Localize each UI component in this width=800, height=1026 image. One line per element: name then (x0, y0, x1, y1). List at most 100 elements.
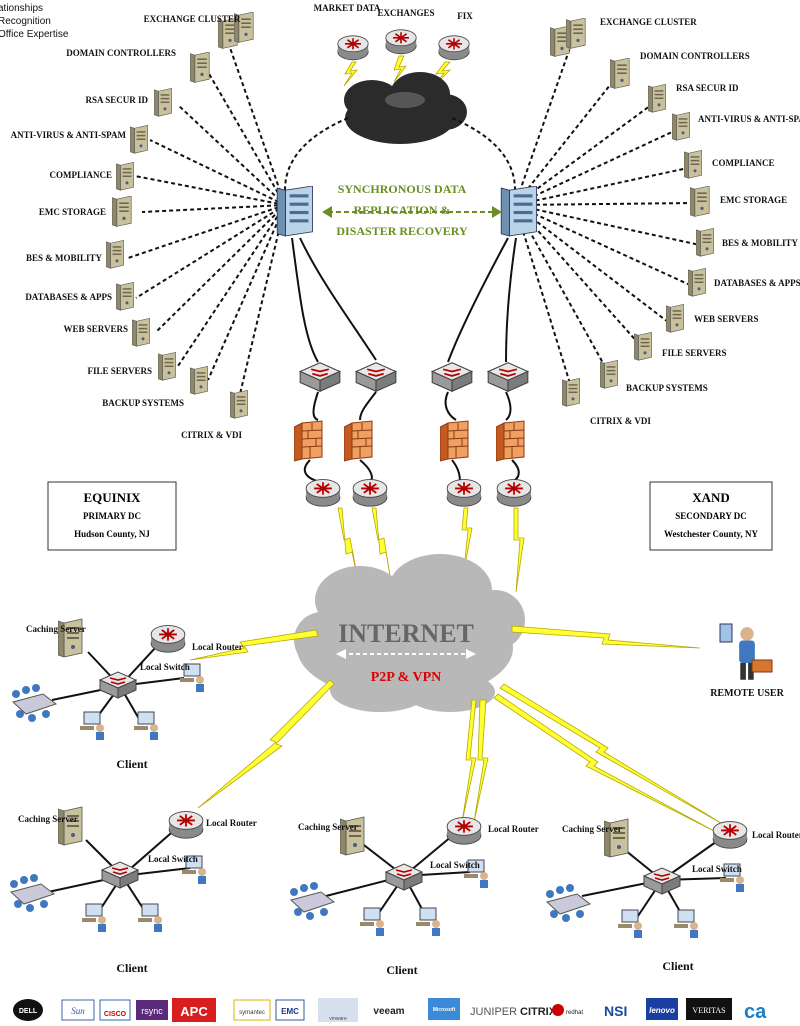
vendor-name: EMC (281, 1007, 299, 1016)
backup-server-icon (600, 360, 618, 389)
vendor-name: rsync (141, 1006, 163, 1016)
compliance-server-icon (684, 150, 702, 179)
veeam-logo (374, 1000, 404, 1020)
apc-logo (172, 998, 216, 1022)
firewall-icon (440, 420, 469, 462)
service-label: DOMAIN CONTROLLERS (640, 51, 750, 61)
vmware-logo (318, 998, 358, 1022)
router-icon (446, 478, 482, 508)
redhat-logo (552, 1004, 564, 1016)
firewall-icon (344, 420, 373, 462)
domain-controller-server-icon (190, 52, 210, 83)
side-note: Office Expertise (0, 29, 69, 40)
meeting-group-icon (11, 684, 57, 723)
secondary-dc-role: SECONDARY DC (675, 511, 747, 521)
service-label: ANTI-VIRUS & ANTI-SPAM (11, 130, 127, 140)
workstation-icon (673, 909, 699, 938)
service-label: EXCHANGE CLUSTER (600, 17, 697, 27)
caching-server-icon (58, 806, 83, 846)
antivirus-server-icon (130, 125, 148, 154)
rsync-logo (136, 1000, 168, 1020)
secondary-dc-box: XAND SECONDARY DC Westchester County, NY (649, 481, 773, 551)
lenovo-logo (646, 998, 678, 1020)
service-label: BES & MOBILITY (26, 253, 103, 263)
feed-label: EXCHANGES (377, 8, 434, 18)
service-label: CITRIX & VDI (181, 430, 242, 440)
lightning-icon (461, 507, 473, 571)
symantec-logo (233, 999, 271, 1021)
citrix-logo: CITRIX (520, 1006, 557, 1018)
client-site (289, 816, 489, 936)
primary-dc-name: EQUINIX (83, 490, 141, 505)
web-server-icon (666, 304, 684, 333)
file-server-icon (158, 352, 176, 381)
local-router-label: Local Router (192, 642, 243, 652)
lightning-icon (473, 699, 489, 823)
lightning-icon (499, 683, 727, 827)
vendor-name: Sun (71, 1006, 85, 1016)
workstation-icon (617, 909, 643, 938)
service-label: RSA SECUR ID (85, 95, 148, 105)
dell-logo (13, 999, 43, 1021)
arrow-right-icon (492, 206, 502, 218)
domain-controller-server-icon (610, 58, 630, 89)
service-label: WEB SERVERS (694, 314, 758, 324)
microsoft-logo (428, 998, 460, 1020)
primary-dc-role: PRIMARY DC (83, 511, 141, 521)
bes-server-icon (106, 240, 124, 269)
exchange-cluster-server-icon (566, 18, 586, 49)
client-label: Client (116, 757, 147, 771)
web-server-icon (132, 318, 150, 347)
primary-dc-links (291, 237, 377, 483)
workstation-icon (81, 903, 107, 932)
left-spokes (127, 41, 286, 395)
cisco-logo (99, 999, 131, 1021)
router-icon (305, 478, 341, 508)
client-label: Client (116, 961, 147, 975)
local-router-icon (446, 816, 482, 846)
service-label: EXCHANGE CLUSTER (144, 14, 241, 24)
vendor-name: VERITAS (692, 1006, 725, 1015)
right-spokes (514, 41, 701, 391)
firewall-icon (496, 420, 525, 462)
meeting-group-icon (545, 884, 591, 923)
primary-dc-box: EQUINIX PRIMARY DC Hudson County, NJ (47, 481, 177, 551)
tablet-icon (719, 623, 733, 643)
service-label: CITRIX & VDI (590, 416, 651, 426)
service-label: COMPLIANCE (712, 158, 775, 168)
firewall-icon (294, 420, 323, 462)
local-router-icon (168, 810, 204, 840)
secondary-dc-location: Westchester County, NY (664, 529, 759, 539)
service-label: RSA SECUR ID (676, 83, 739, 93)
replication-label: REPLICATION & (354, 203, 451, 217)
side-note: ationships (0, 3, 43, 14)
lightning-icon (371, 507, 393, 589)
backup-server-icon (190, 366, 208, 395)
workstation-icon (359, 907, 385, 936)
emc-logo (275, 999, 305, 1021)
meeting-group-icon (289, 882, 335, 921)
client-site (545, 818, 748, 938)
service-label: FILE SERVERS (88, 366, 152, 376)
workstation-icon (137, 903, 163, 932)
file-server-icon (634, 332, 652, 361)
service-label: DATABASES & APPS (25, 292, 112, 302)
emc-storage-icon (690, 186, 710, 217)
switch-icon (431, 361, 473, 393)
switch-icon (299, 361, 341, 393)
citrix-server-icon (562, 378, 580, 407)
lightning-icon (197, 679, 335, 809)
feed-label: FIX (457, 11, 473, 21)
lightning-icon (343, 61, 358, 87)
antivirus-server-icon (672, 112, 690, 141)
service-label: ANTI-VIRUS & ANTI-SPAM (698, 114, 800, 124)
veritas-logo (686, 998, 732, 1020)
service-label: BACKUP SYSTEMS (102, 398, 184, 408)
service-label: BACKUP SYSTEMS (626, 383, 708, 393)
local-switch-label: Local Switch (430, 860, 480, 870)
cloud-link (284, 117, 349, 191)
market-data-router-icon (337, 34, 369, 61)
vendor-name: CISCO (104, 1011, 127, 1018)
arrow-right-icon (466, 649, 476, 659)
local-router-icon (712, 820, 748, 850)
